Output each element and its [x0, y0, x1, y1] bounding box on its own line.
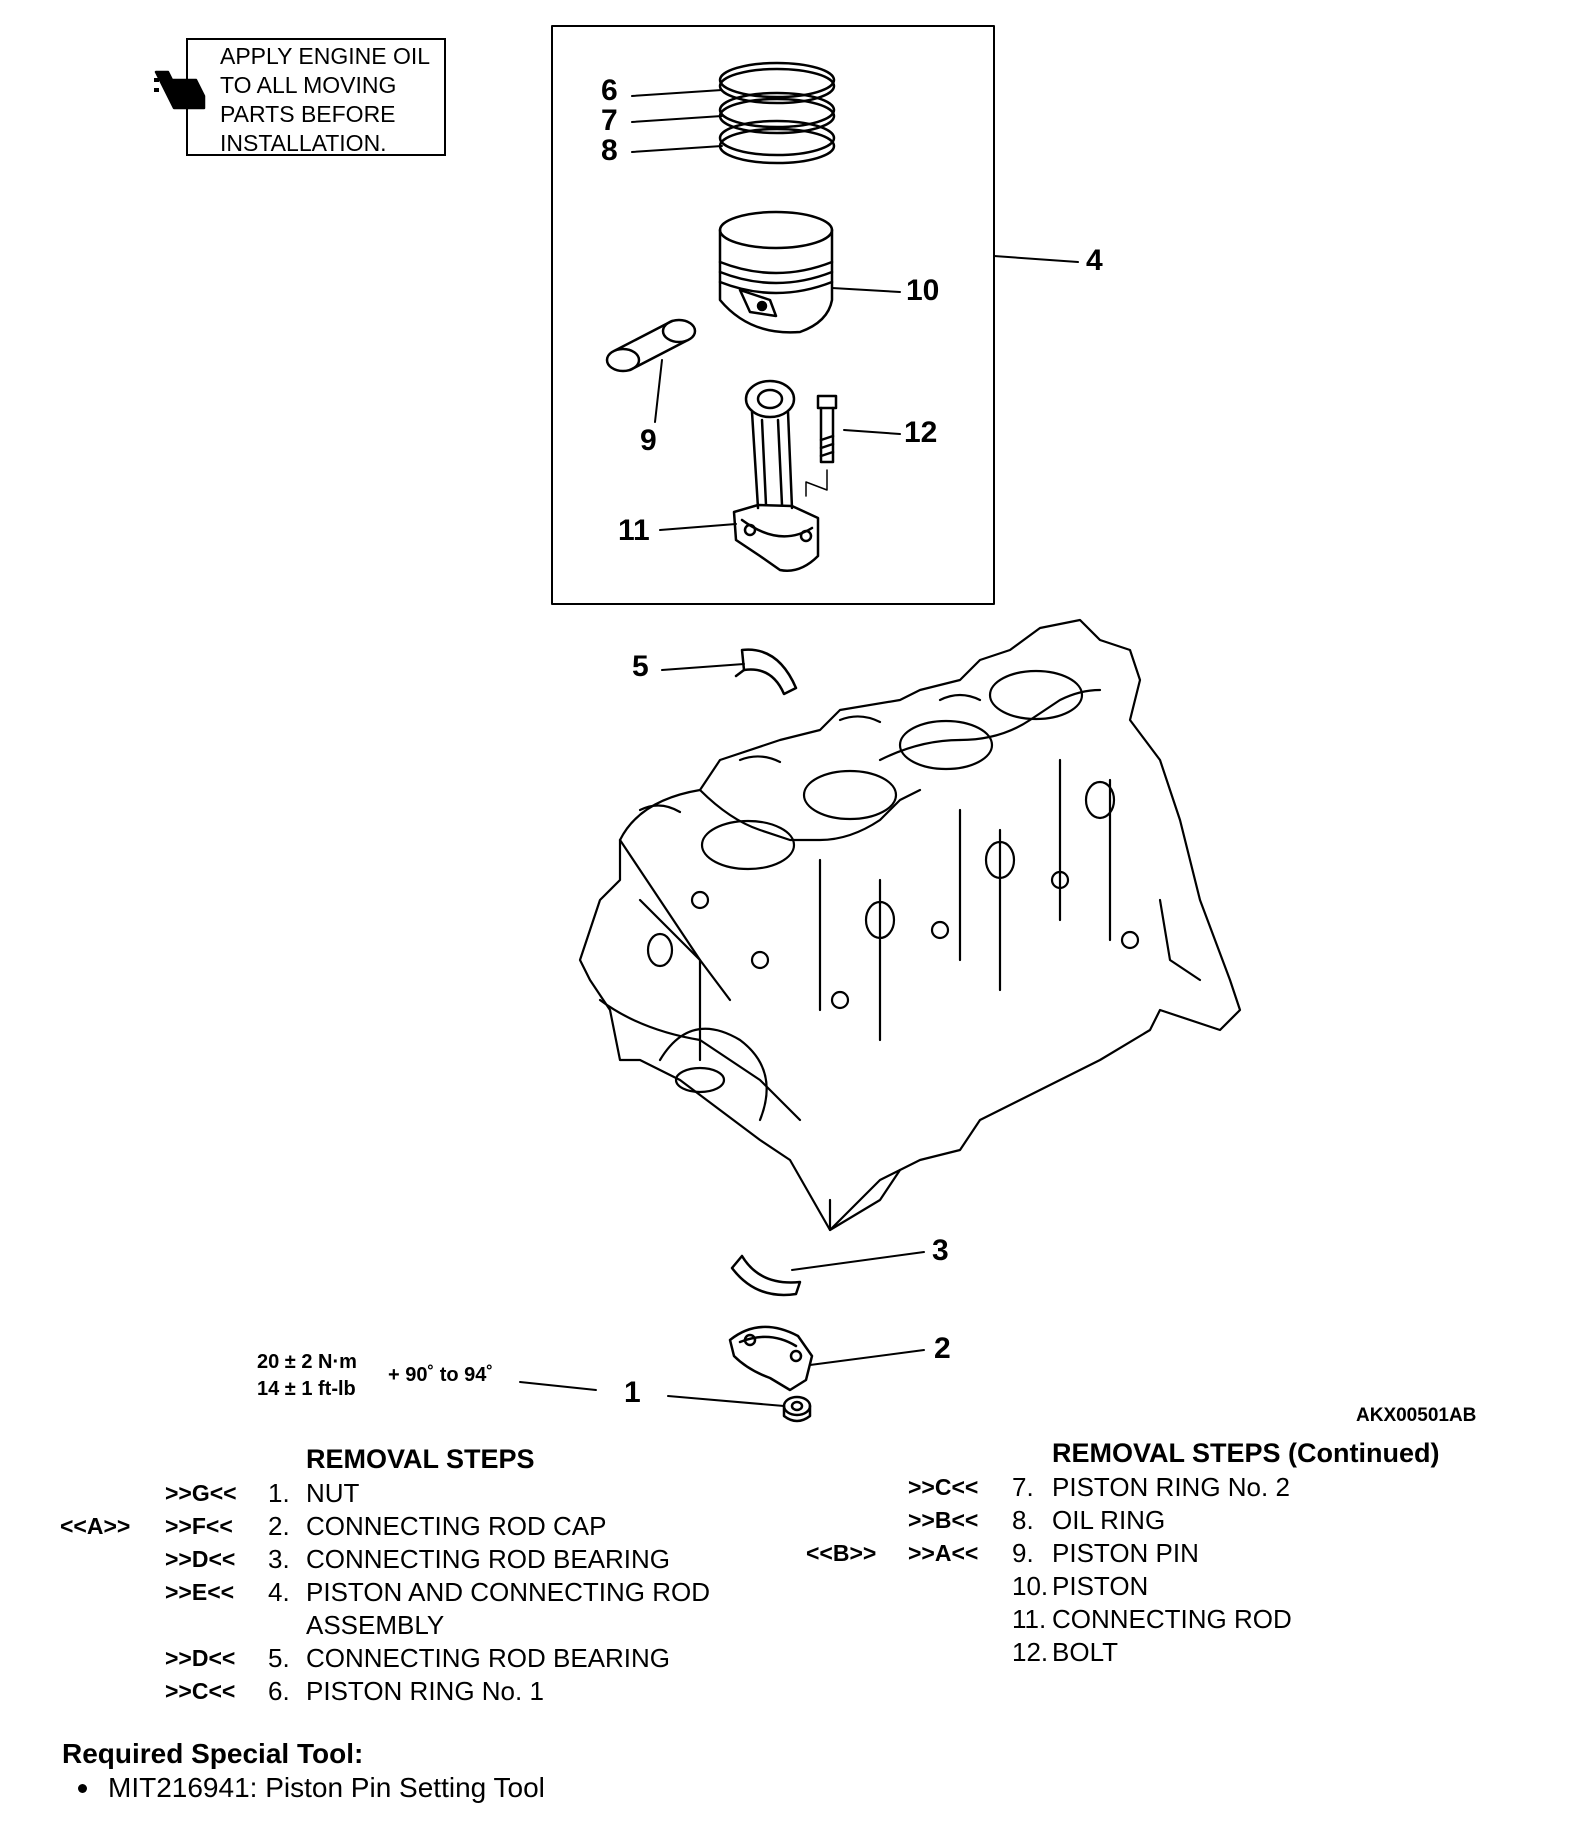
note-line-1: APPLY ENGINE OIL — [220, 43, 431, 69]
step-6-num: 6. — [268, 1676, 290, 1706]
step-9-mark: >>A<< — [908, 1540, 979, 1566]
torque-nm: 20 ± 2 N·m — [257, 1351, 357, 1373]
step-2-mark: >>F<< — [165, 1513, 233, 1539]
step-4-num: 4. — [268, 1577, 290, 1607]
callout-1: 1 — [624, 1376, 641, 1409]
callout-4: 4 — [1086, 244, 1103, 277]
callout-9: 9 — [640, 424, 657, 457]
step-4-text: PISTON AND CONNECTING ROD — [306, 1577, 711, 1607]
step-4-mark: >>E<< — [165, 1579, 235, 1605]
cylinder-block — [578, 618, 1242, 1232]
callout-8: 8 — [601, 134, 618, 167]
step-10-text: PISTON — [1052, 1571, 1149, 1601]
step-8-mark: >>B<< — [908, 1507, 979, 1533]
piston-assembly-frame — [551, 25, 995, 605]
connecting-rod-bolt — [805, 394, 838, 497]
step-2-num: 2. — [268, 1511, 290, 1541]
step-2-text: CONNECTING ROD CAP — [306, 1511, 607, 1541]
callout-7: 7 — [601, 104, 618, 137]
step-12-text: BOLT — [1052, 1637, 1118, 1667]
callout-12: 12 — [904, 416, 938, 449]
connecting-rod-nut — [782, 1395, 812, 1423]
note-line-4: INSTALLATION. — [220, 130, 387, 156]
piston — [718, 210, 834, 334]
note-line-2: TO ALL MOVING — [220, 72, 397, 98]
leader-lines — [519, 89, 1079, 1407]
step-7-num: 7. — [1012, 1472, 1034, 1502]
callout-3: 3 — [932, 1234, 949, 1267]
step-1-text: NUT — [306, 1478, 360, 1508]
removal-steps-continued-heading: REMOVAL STEPS (Continued) — [1052, 1438, 1440, 1468]
step-12-num: 12. — [1012, 1637, 1049, 1667]
step-9-pre: <<B>> — [806, 1540, 877, 1566]
callout-11: 11 — [618, 514, 650, 547]
step-3-num: 3. — [268, 1544, 290, 1574]
step-3-text: CONNECTING ROD BEARING — [306, 1544, 671, 1574]
step-1-mark: >>G<< — [165, 1480, 237, 1506]
torque-angle: + 90˚ to 94˚ — [388, 1364, 494, 1386]
special-tool-heading: Required Special Tool: — [62, 1738, 364, 1769]
step-8-num: 8. — [1012, 1505, 1034, 1535]
step-3-mark: >>D<< — [165, 1546, 236, 1572]
upper-bearing-shell — [734, 648, 798, 696]
callout-2: 2 — [934, 1332, 951, 1365]
torque-ftlb: 14 ± 1 ft-lb — [257, 1378, 356, 1400]
special-tool-item: MIT216941: Piston Pin Setting Tool — [108, 1772, 545, 1803]
step-2-pre: <<A>> — [60, 1513, 131, 1539]
figure-code: AKX00501AB — [1356, 1405, 1477, 1426]
callout-5: 5 — [632, 650, 649, 683]
step-5-mark: >>D<< — [165, 1645, 236, 1671]
step-11-num: 11. — [1012, 1604, 1047, 1634]
step-5-text: CONNECTING ROD BEARING — [306, 1643, 671, 1673]
step-5-num: 5. — [268, 1643, 290, 1673]
step-10-num: 10. — [1012, 1571, 1049, 1601]
connecting-rod-cap — [728, 1325, 814, 1392]
piston-rings — [718, 61, 836, 165]
step-6-mark: >>C<< — [165, 1678, 236, 1704]
oil-can-icon — [154, 70, 206, 110]
callout-10: 10 — [906, 274, 940, 307]
engine-oil-note: APPLY ENGINE OIL TO ALL MOVING PARTS BEF… — [186, 38, 446, 156]
bullet-icon — [78, 1784, 87, 1793]
step-9-text: PISTON PIN — [1052, 1538, 1199, 1568]
step-7-mark: >>C<< — [908, 1474, 979, 1500]
connecting-rod — [732, 379, 820, 572]
step-4-text-continued: ASSEMBLY — [306, 1610, 445, 1640]
removal-steps-heading: REMOVAL STEPS — [306, 1444, 535, 1474]
step-11-text: CONNECTING ROD — [1052, 1604, 1292, 1634]
step-9-num: 9. — [1012, 1538, 1034, 1568]
callout-6: 6 — [601, 74, 618, 107]
lower-bearing-shell — [730, 1254, 802, 1297]
step-1-num: 1. — [268, 1478, 290, 1508]
note-line-3: PARTS BEFORE — [220, 101, 396, 127]
step-8-text: OIL RING — [1052, 1505, 1166, 1535]
step-7-text: PISTON RING No. 2 — [1052, 1472, 1290, 1502]
piston-pin — [605, 318, 697, 373]
step-6-text: PISTON RING No. 1 — [306, 1676, 544, 1706]
